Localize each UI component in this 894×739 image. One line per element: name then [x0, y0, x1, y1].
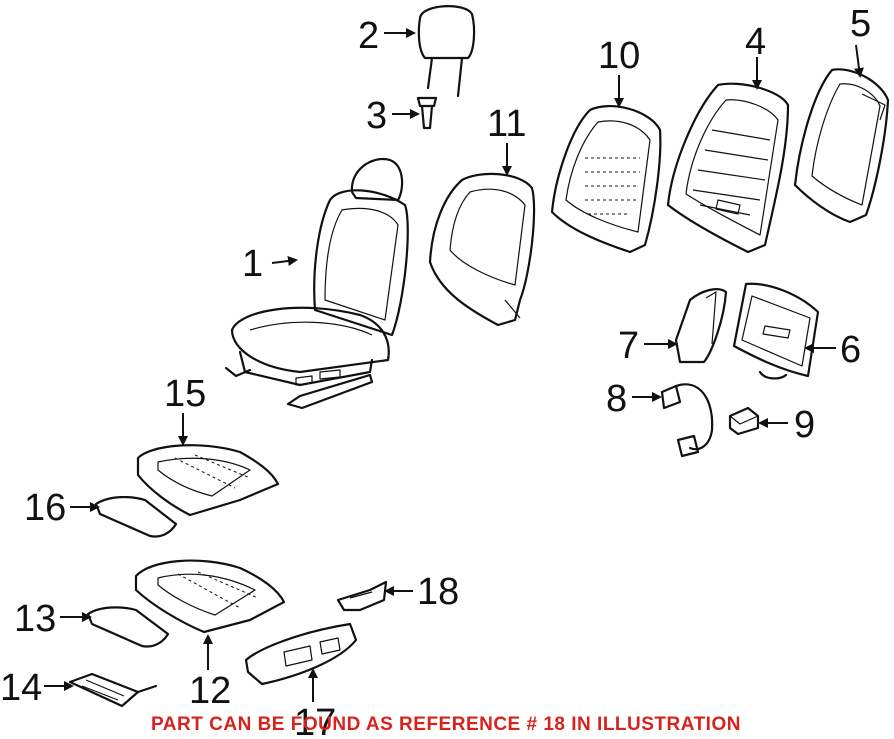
part-8-wiring-harness: [660, 383, 714, 458]
part-9-switch: [728, 406, 760, 436]
reference-note: PART CAN BE FOUND AS REFERENCE # 18 IN I…: [151, 714, 741, 735]
part-4-backrest-frame: [666, 82, 790, 254]
part-12-cushion-foam: [134, 559, 286, 634]
part-10-backrest-cover: [550, 105, 662, 254]
part-2-headrest: [417, 5, 476, 98]
callout-13: 13: [14, 598, 56, 640]
callout-16: 16: [24, 487, 66, 529]
callout-14: 14: [0, 667, 42, 709]
callout-17: 17: [294, 702, 336, 739]
callout-10: 10: [598, 35, 640, 77]
callout-7: 7: [618, 325, 639, 367]
callout-9: 9: [794, 404, 815, 446]
callout-11: 11: [487, 103, 526, 145]
part-16-pad: [94, 496, 178, 538]
part-3-guide-sleeve: [416, 96, 438, 130]
callout-18: 18: [417, 571, 459, 613]
part-14-heating-element: [68, 672, 158, 708]
callout-labels: 1 2 3 4 5 6 7 8 9 10 11 12 13 14 15 16 1…: [0, 3, 871, 739]
callout-1: 1: [242, 243, 263, 285]
part-18-bracket: [336, 580, 388, 612]
callout-6: 6: [840, 329, 861, 371]
part-6-backrest-module: [732, 282, 820, 380]
callout-arrows: [44, 28, 864, 702]
part-5-rear-panel: [793, 68, 890, 224]
callout-12: 12: [189, 670, 231, 712]
callout-8: 8: [606, 378, 627, 420]
part-15-cushion-cover: [136, 444, 280, 517]
part-1-seat-assembly: [224, 157, 409, 410]
callout-3: 3: [366, 95, 387, 137]
callout-4: 4: [745, 21, 766, 63]
part-17-side-cover: [244, 622, 358, 686]
part-11-backrest-foam: [428, 172, 536, 327]
part-13-pad: [86, 606, 170, 648]
callout-2: 2: [358, 15, 379, 57]
callout-15: 15: [164, 373, 206, 415]
callout-5: 5: [850, 3, 871, 45]
part-7-side-trim: [674, 288, 728, 364]
